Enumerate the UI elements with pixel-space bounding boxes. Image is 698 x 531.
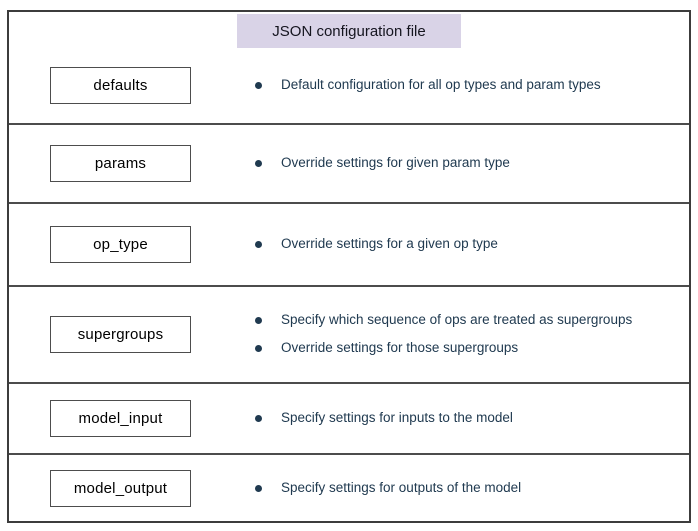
bullet-text: Override settings for those supergroups [281,340,519,355]
diagram-row-op-type: op_type Override settings for a given op… [9,202,689,285]
bullet-item: Override settings for given param type [255,155,510,171]
bullet-list-params: Override settings for given param type [255,155,510,171]
bullet-list-defaults: Default configuration for all op types a… [255,77,601,93]
row-content-defaults: defaults Default configuration for all o… [9,48,689,123]
bullet-list-model-input: Specify settings for inputs to the model [255,410,513,426]
node-params-label: params [94,155,147,172]
node-supergroups-label: supergroups [77,326,164,343]
bullet-item: Specify which sequence of ops are treate… [255,312,633,328]
node-supergroups: supergroups [50,316,191,353]
diagram-row-defaults: JSON configuration file defaults Default… [9,12,689,123]
diagram-title-box: JSON configuration file [237,14,461,48]
bullet-icon [255,344,262,352]
bullet-icon [255,82,262,89]
json-config-diagram-frame: JSON configuration file defaults Default… [7,10,691,523]
bullet-text: Default configuration for all op types a… [281,77,601,93]
node-model-input-label: model_input [78,410,163,427]
bullet-icon [255,241,262,248]
bullet-icon [255,160,262,167]
bullet-icon [255,317,262,325]
bullet-text: Specify settings for inputs to the model [281,410,513,426]
node-op-type-label: op_type [93,236,148,253]
bullet-item: Override settings for those supergroups [255,340,632,356]
bullet-list-model-output: Specify settings for outputs of the mode… [255,479,522,496]
diagram-row-supergroups: supergroups Specify which sequence of op… [9,285,689,382]
bullet-icon [255,415,262,422]
bullet-item: Specify settings for outputs of the mode… [255,479,522,496]
node-op-type: op_type [50,226,191,263]
node-model-output: model_output [50,469,191,507]
bullet-list-supergroups: Specify which sequence of ops are treate… [255,312,633,356]
bullet-item: Default configuration for all op types a… [255,77,601,93]
diagram-row-model-input: model_input Specify settings for inputs … [9,382,689,453]
node-defaults-label: defaults [93,77,148,94]
bullet-item: Override settings for a given op type [255,236,498,252]
node-defaults: defaults [50,67,191,104]
diagram-row-params: params Override settings for given param… [9,123,689,202]
bullet-text: Specify settings for outputs of the mode… [281,479,522,495]
node-model-output-label: model_output [73,479,168,497]
bullet-text: Specify which sequence of ops are treate… [281,312,633,328]
bullet-text: Override settings for a given op type [281,236,498,252]
diagram-title: JSON configuration file [272,22,426,40]
bullet-list-op-type: Override settings for a given op type [255,236,498,252]
bullet-icon [255,484,262,492]
node-params: params [50,145,191,182]
node-model-input: model_input [50,400,191,437]
diagram-row-model-output: model_output Specify settings for output… [9,453,689,521]
bullet-item: Specify settings for inputs to the model [255,410,513,426]
bullet-text: Override settings for given param type [281,155,510,171]
